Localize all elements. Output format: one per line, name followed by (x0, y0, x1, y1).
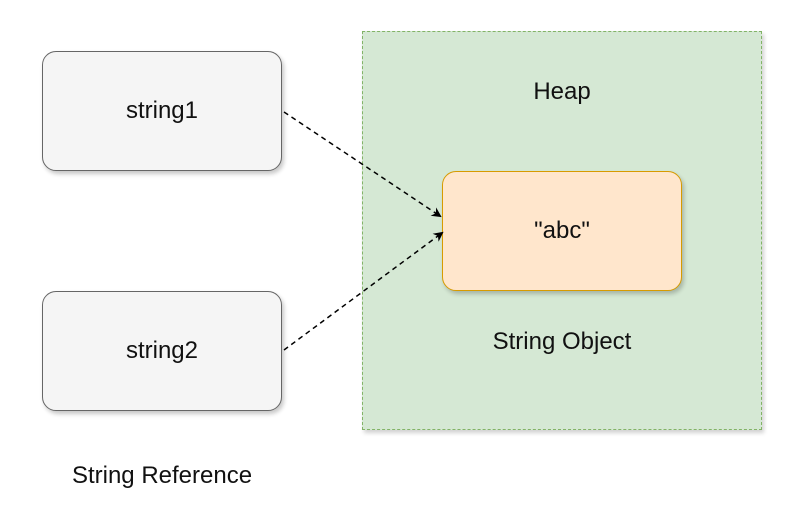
reference-box-string1: string1 (42, 51, 282, 171)
reference-label-string1: string1 (125, 97, 199, 124)
string-object-value: "abc" (534, 217, 590, 244)
reference-label-string2: string2 (125, 337, 199, 364)
string-object-caption: String Object (492, 328, 632, 355)
heap-title: Heap (533, 78, 591, 105)
reference-box-string2: string2 (42, 291, 282, 411)
string-object-box: "abc" (442, 171, 682, 291)
string-reference-caption: String Reference (71, 462, 253, 489)
